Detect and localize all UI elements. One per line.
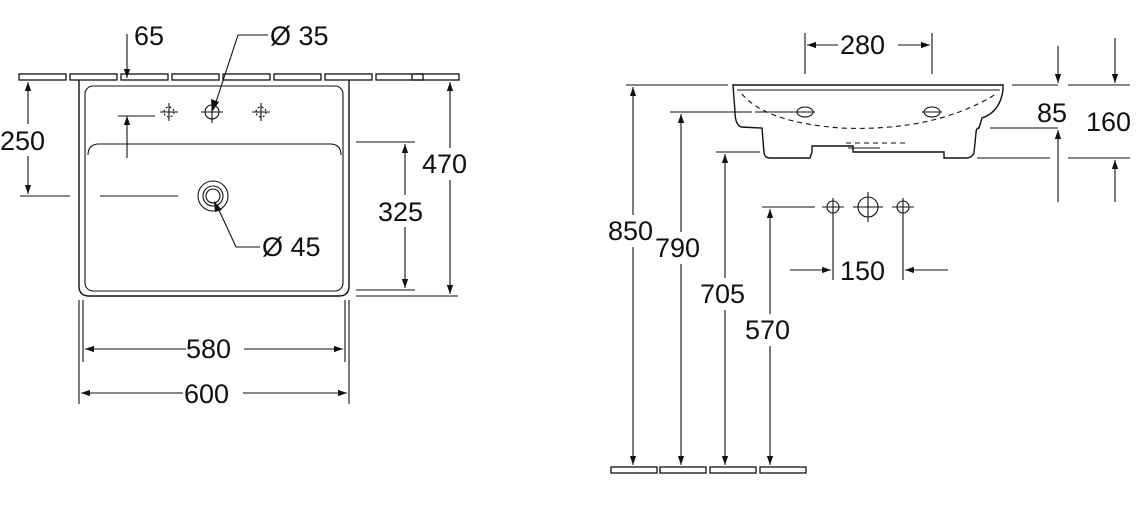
label-hole-offset: 65 xyxy=(134,21,164,51)
basin-outline xyxy=(78,80,350,297)
basin-side-outline xyxy=(732,84,1004,159)
wall-tap-left-icon xyxy=(822,198,844,216)
label-overall-width: 600 xyxy=(184,379,229,409)
label-basin-height-85: 85 xyxy=(1037,98,1067,128)
floor-strip xyxy=(610,466,807,474)
side-hole-right-icon xyxy=(922,106,942,118)
outlet-drain-icon xyxy=(100,180,229,212)
wall-tap-right-icon xyxy=(892,198,914,216)
label-rim-height: 850 xyxy=(608,216,653,246)
optional-hole-left-icon xyxy=(160,103,178,121)
label-outlet: Ø 45 xyxy=(262,232,321,262)
side-view: 280 85 160 850 790 xyxy=(607,30,1131,474)
leader-outlet xyxy=(217,207,260,248)
label-overall-depth: 470 xyxy=(422,149,467,179)
label-height-790: 790 xyxy=(655,233,700,263)
side-hole-left-icon xyxy=(755,106,815,118)
basin-bowl-dashed xyxy=(741,93,997,129)
basin-rim-inner xyxy=(84,85,344,292)
label-basin-depth: 325 xyxy=(378,197,423,227)
top-view: 65 Ø 35 Ø 45 250 325 470 580 xyxy=(0,21,480,409)
label-height-705: 705 xyxy=(700,279,745,309)
optional-hole-right-icon xyxy=(252,103,270,121)
label-tap-hole: Ø 35 xyxy=(270,21,329,51)
label-hole-spacing-top: 280 xyxy=(840,30,885,60)
label-basin-height-160: 160 xyxy=(1086,107,1131,137)
label-inner-width: 580 xyxy=(186,334,231,364)
wall-tap-center-icon xyxy=(853,192,883,222)
label-height-570: 570 xyxy=(745,315,790,345)
wall-strip-top-view xyxy=(18,73,460,81)
label-hole-height: 250 xyxy=(0,126,45,156)
basin-bowl-edge xyxy=(87,143,342,156)
label-tap-spacing: 150 xyxy=(840,256,885,286)
leader-tap-hole xyxy=(214,34,268,106)
